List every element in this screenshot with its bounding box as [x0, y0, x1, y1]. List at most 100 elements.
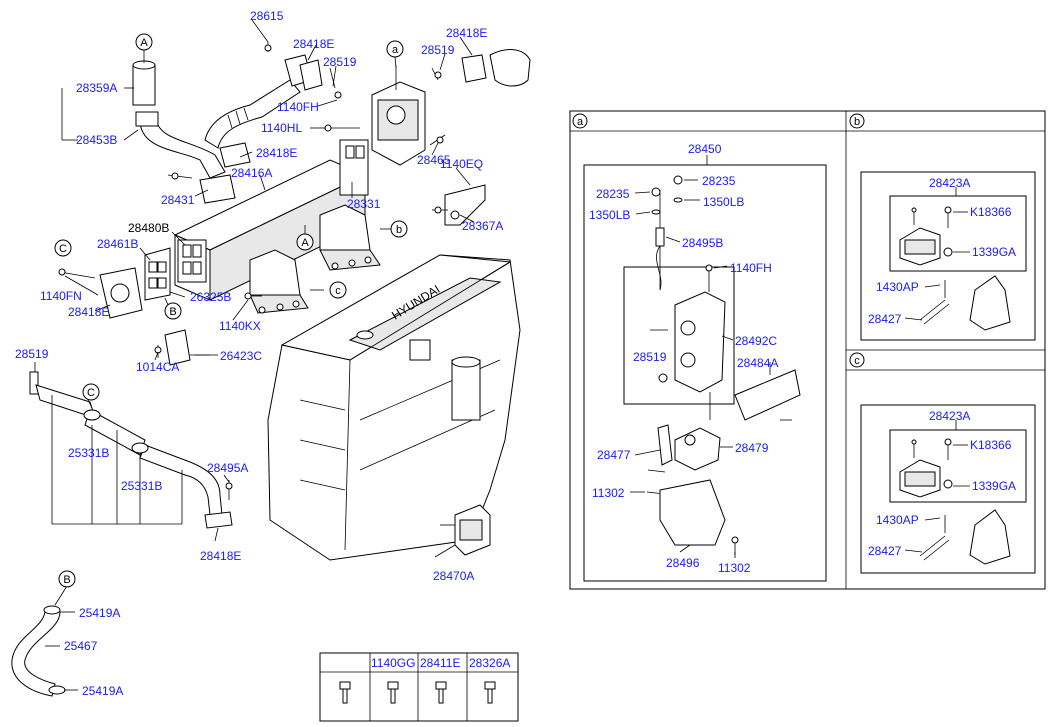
label-28453B: 28453B [76, 133, 117, 147]
callout-a-top: a [392, 44, 399, 56]
bolts-top [58, 42, 448, 358]
label-28519-top: 28519 [323, 55, 357, 69]
bracket-26423C [164, 329, 210, 366]
label-28418E-right: 28418E [446, 26, 487, 40]
label-28427-b: 28427 [868, 312, 902, 326]
label-28495A: 28495A [207, 461, 248, 475]
table-header-28326A: 28326A [469, 656, 510, 670]
label-1140FH-main: 1140FH [277, 100, 319, 114]
label-28480B: 28480B [128, 221, 169, 235]
gasket-28418E-mid [219, 142, 251, 168]
callout-A-top: A [140, 37, 148, 49]
label-28450: 28450 [688, 142, 722, 156]
label-1140EQ: 1140EQ [440, 157, 483, 171]
label-28331: 28331 [347, 197, 381, 211]
part-labels-main: 28615 28418E 28519 1140FH 1140HL 28519 2… [15, 9, 503, 698]
label-K18366-c: K18366 [970, 438, 1012, 452]
label-28484A: 28484A [737, 356, 778, 370]
label-1140KX: 1140KX [219, 319, 261, 333]
callout-B-hose: B [63, 574, 70, 586]
label-25331B-a: 25331B [68, 446, 109, 460]
callout-C-left: C [59, 243, 67, 255]
label-28359A: 28359A [76, 81, 117, 95]
label-28496: 28496 [666, 556, 700, 570]
leader-lines [34, 19, 475, 691]
bolt-icon [484, 681, 496, 704]
label-28615: 28615 [250, 9, 284, 23]
detail-panels: a b c [569, 110, 1046, 590]
label-1430AP-b: 1430AP [876, 280, 919, 294]
label-25419A-top: 25419A [79, 606, 120, 620]
label-26325B: 26325B [190, 290, 231, 304]
label-28427-c: 28427 [868, 544, 902, 558]
flange-28418E-right [461, 54, 487, 83]
label-28477: 28477 [597, 448, 631, 462]
mount-bracket-c [249, 249, 309, 314]
mount-bracket-b [319, 204, 381, 271]
label-28492C: 28492C [735, 334, 777, 348]
detail-header-b: b [854, 116, 860, 128]
detail-header-c: c [854, 355, 860, 367]
pipe-right-top [489, 49, 531, 87]
detail-b: 28423A K18366 1339GA 1430AP 28427 [860, 171, 1036, 341]
callout-b-main: b [396, 224, 402, 236]
label-1140HL: 1140HL [261, 121, 302, 135]
label-28418E-mid: 28418E [256, 146, 297, 160]
hose-28359A [132, 60, 156, 106]
label-25419A-bottom: 25419A [82, 684, 123, 698]
detail-a: 28450 28235 28235 1350LB 1350LB 28495B 1… [583, 142, 827, 582]
callout-c-main: c [335, 285, 341, 297]
label-26423C: 26423C [220, 349, 262, 363]
label-28465: 28465 [417, 153, 451, 167]
table-header-1140GG: 1140GG [371, 656, 415, 670]
label-28519-detail: 28519 [633, 350, 667, 364]
label-28461B: 28461B [97, 237, 138, 251]
label-1339GA-c: 1339GA [972, 479, 1016, 493]
egr-cooler [173, 139, 369, 301]
egr-valve-housing [371, 65, 426, 166]
label-11302-left: 11302 [592, 486, 625, 500]
label-25467: 25467 [64, 639, 98, 653]
bolt-icon [339, 681, 351, 704]
label-1140FH-detail: 1140FH [730, 261, 772, 275]
label-1430AP-c: 1430AP [876, 513, 919, 527]
bolt-icon [435, 681, 447, 704]
label-28495B: 28495B [682, 236, 723, 250]
label-25331B-b: 25331B [121, 479, 162, 493]
flange-28431 [199, 174, 236, 204]
label-28423A-c: 28423A [929, 409, 970, 423]
callout-A-mid: A [301, 237, 309, 249]
pipe-lower-left [29, 371, 233, 529]
gasket-28461B [144, 247, 171, 301]
label-K18366-b: K18366 [970, 205, 1012, 219]
pipe-upper-bellows [204, 79, 301, 149]
flange-28418E-top [284, 54, 323, 91]
label-28423A-b: 28423A [929, 176, 970, 190]
hose-25467 [11, 605, 66, 697]
callout-C-pipe: C [87, 387, 95, 399]
label-1350LB-right: 1350LB [703, 195, 744, 209]
engine-block: HYUNDAI [267, 254, 521, 561]
label-1014CA: 1014CA [136, 360, 179, 374]
label-28235-left: 28235 [596, 187, 630, 201]
label-28418E-bottom: 28418E [200, 549, 241, 563]
pipe-28453B [135, 111, 226, 179]
label-28235-right: 28235 [702, 174, 736, 188]
label-28470A: 28470A [433, 569, 474, 583]
label-28519-right: 28519 [421, 43, 455, 57]
label-28367A: 28367A [462, 219, 503, 233]
label-1350LB-left: 1350LB [589, 208, 630, 222]
label-28418E-top: 28418E [293, 37, 334, 51]
bolt-icon [387, 681, 399, 704]
label-28479: 28479 [735, 441, 769, 455]
label-28519-pipe: 28519 [15, 347, 49, 361]
table-header-28411E: 28411E [420, 656, 460, 670]
label-28416A: 28416A [231, 166, 272, 180]
bracket-28367A [444, 184, 486, 226]
label-28431: 28431 [161, 193, 195, 207]
label-1339GA-b: 1339GA [972, 245, 1016, 259]
label-11302-bottom: 11302 [718, 561, 751, 575]
fastener-table: 1140GG 28411E 28326A [319, 652, 519, 722]
callout-circles: A a A b C B c C B [54, 33, 408, 588]
